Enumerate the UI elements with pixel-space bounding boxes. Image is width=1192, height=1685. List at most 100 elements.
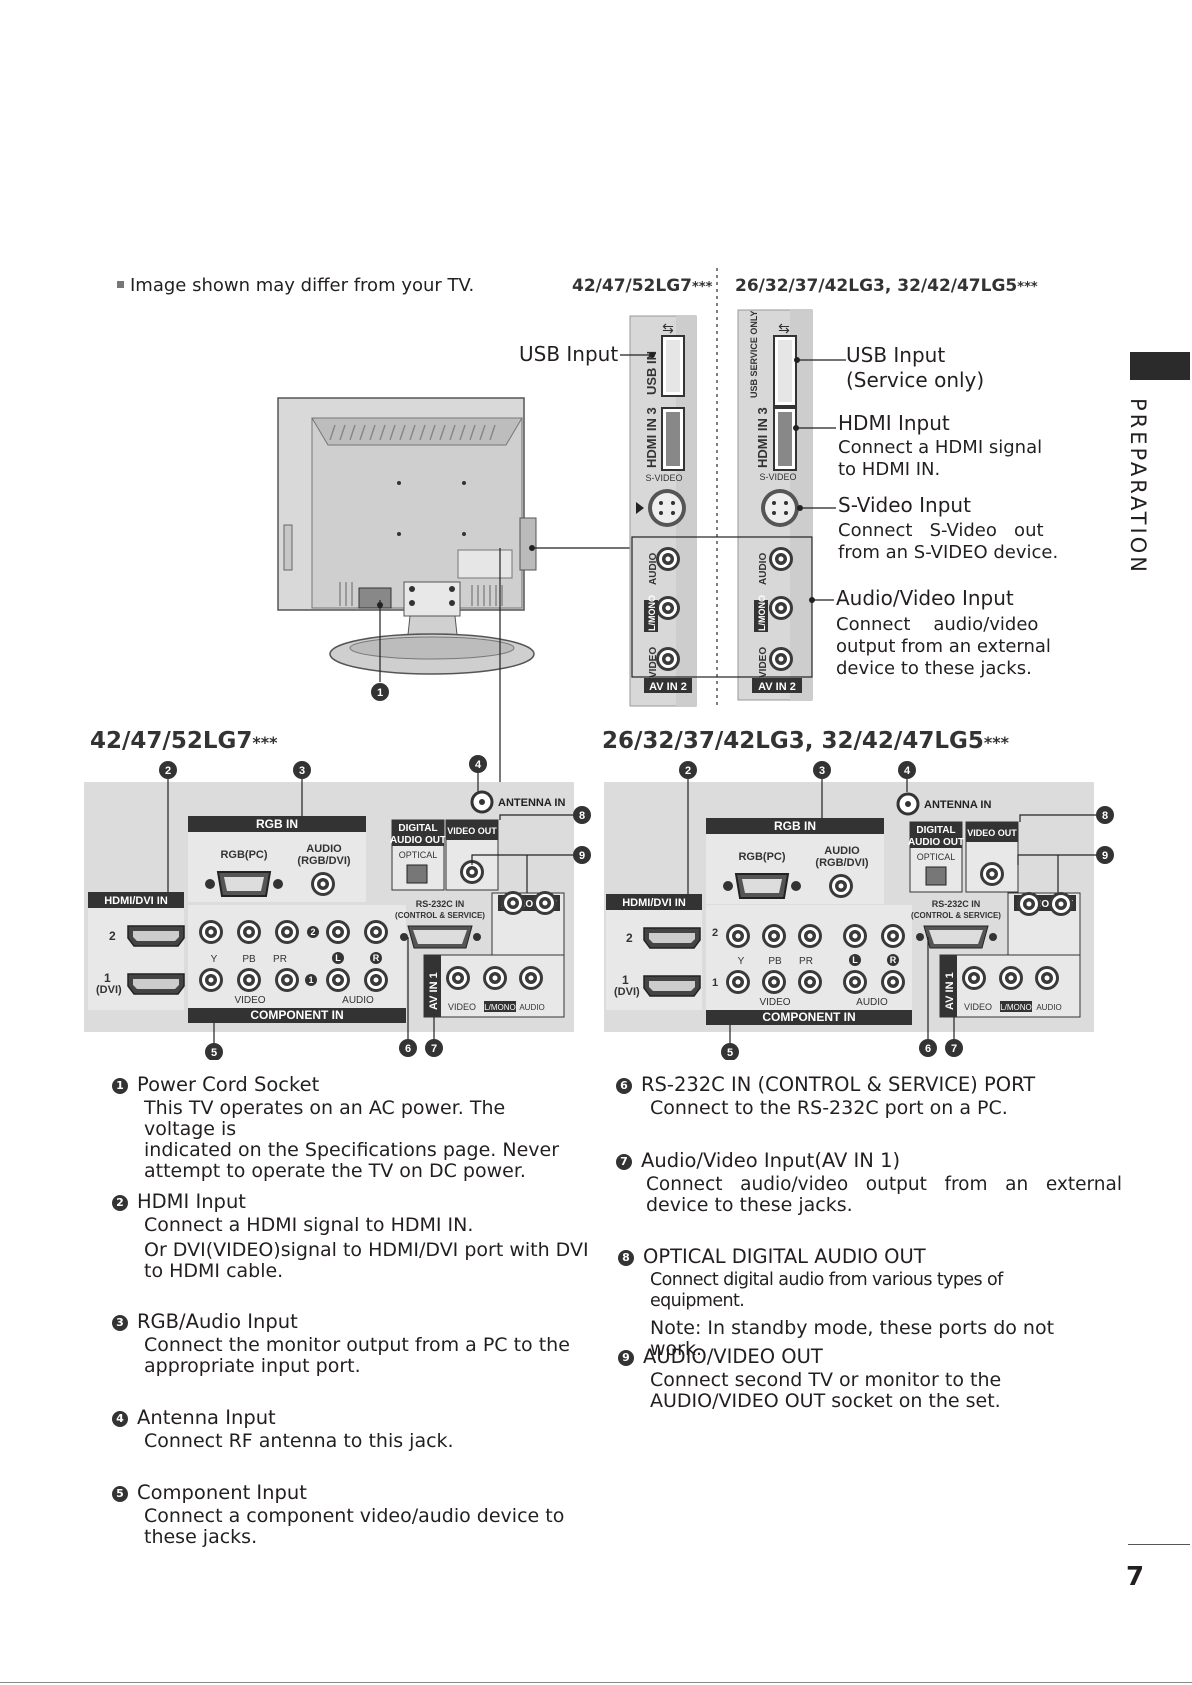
bottom-rule [0,1682,1192,1683]
svg-text:AUDIO OUT: AUDIO OUT [1017,899,1073,910]
svg-text:S-VIDEO: S-VIDEO [759,472,796,482]
svg-text:COMPONENT IN: COMPONENT IN [250,1008,343,1022]
svg-text:VIDEO: VIDEO [448,1002,476,1012]
svg-text:PR: PR [799,956,813,967]
svg-text:OPTICAL: OPTICAL [399,850,438,860]
svg-text:Y: Y [211,954,218,965]
svg-text:VIDEO: VIDEO [648,647,659,678]
svg-text:VIDEO: VIDEO [964,1002,992,1012]
svg-text:1: 1 [308,975,313,985]
svg-text:AUDIO: AUDIO [342,995,374,1006]
svg-text:USB IN: USB IN [644,351,659,395]
section-tab-label: PREPARATION [1126,398,1150,575]
svg-text:6: 6 [405,1043,411,1055]
svg-text:RGB(PC): RGB(PC) [220,849,267,861]
svg-text:VIDEO OUT: VIDEO OUT [447,826,497,836]
svg-text:7: 7 [951,1043,957,1055]
connection-diagram: ⇆ USB IN HDMI IN 3 S-VIDEO AUDIO L/MONO … [84,268,1114,1060]
svg-text:(CONTROL & SERVICE): (CONTROL & SERVICE) [911,911,1001,920]
svg-text:(RGB/DVI): (RGB/DVI) [297,855,351,867]
svg-text:5: 5 [727,1047,733,1059]
usb-input-label-left: USB Input [519,342,619,366]
svg-text:5: 5 [211,1047,217,1059]
svg-text:L/MONO: L/MONO [1000,1003,1032,1012]
svg-text:4: 4 [475,759,482,771]
svg-text:7: 7 [431,1043,437,1055]
svg-text:2: 2 [165,765,171,777]
svg-text:VIDEO: VIDEO [758,647,769,678]
svg-text:AUDIO: AUDIO [1036,1003,1061,1012]
svg-text:AUDIO OUT: AUDIO OUT [501,899,557,910]
svg-text:2: 2 [626,931,633,945]
svg-text:OPTICAL: OPTICAL [917,852,956,862]
svg-text:1: 1 [104,971,111,985]
callout-1-badge: 1 [371,683,389,701]
svg-text:PB: PB [242,954,256,965]
svg-text:L: L [335,953,341,963]
svg-text:1: 1 [622,973,629,987]
svg-text:L/MONO: L/MONO [647,595,657,631]
svg-text:HDMI IN 3: HDMI IN 3 [755,407,770,468]
usb-input-label-right: USB Input [846,343,946,367]
rear-model-left: 42/47/52LG7*** [90,728,278,754]
side-model-right: 26/32/37/42LG3, 32/42/47LG5*** [735,276,1038,296]
svg-text:HDMI/DVI IN: HDMI/DVI IN [104,895,168,907]
svg-text:1: 1 [712,977,718,989]
svg-text:RGB IN: RGB IN [256,817,298,831]
svg-text:COMPONENT IN: COMPONENT IN [762,1010,855,1024]
svg-text:L/MONO: L/MONO [484,1003,516,1012]
bullet-square-icon [117,281,124,288]
svg-text:RGB IN: RGB IN [774,819,816,833]
svg-text:8: 8 [1102,810,1108,822]
svg-text:L/MONO: L/MONO [757,595,767,631]
hdmi-input-title: HDMI Input [838,411,950,435]
svg-text:AV IN 1: AV IN 1 [428,972,440,1010]
image-note: Image shown may differ from your TV. [117,275,474,296]
av-input-title: Audio/Video Input [836,586,1014,610]
svg-text:AUDIO OUT: AUDIO OUT [390,835,446,846]
svg-text:AUDIO: AUDIO [306,843,342,855]
svg-text:S-VIDEO: S-VIDEO [645,473,682,483]
svg-text:AUDIO: AUDIO [856,997,888,1008]
svg-text:HDMI/DVI IN: HDMI/DVI IN [622,897,686,909]
svg-text:AUDIO: AUDIO [648,553,659,585]
svg-text:RGB(PC): RGB(PC) [738,851,785,863]
side-panel-lg7: ⇆ USB IN HDMI IN 3 S-VIDEO AUDIO L/MONO … [620,315,697,707]
svg-text:VIDEO OUT: VIDEO OUT [967,828,1017,838]
svg-text:3: 3 [299,765,305,777]
page-number: 7 [1126,1562,1145,1592]
svg-text:2: 2 [712,927,718,939]
page-number-rule [1128,1544,1190,1545]
svg-text:VIDEO: VIDEO [759,997,790,1008]
section-tab-marker [1130,352,1190,380]
svg-text:PR: PR [273,954,287,965]
svg-text:4: 4 [904,765,911,777]
svg-text:AUDIO OUT: AUDIO OUT [908,837,964,848]
svg-text:R: R [890,955,897,965]
svg-text:9: 9 [1102,850,1108,862]
svg-text:(DVI): (DVI) [96,984,122,996]
side-panel-lg3-lg5: ⇆ USB SERVICE ONLY HDMI IN 3 S-VIDEO AUD… [631,309,846,701]
svg-text:⇆: ⇆ [662,320,674,336]
svg-text:R: R [373,953,380,963]
svg-text:2: 2 [109,929,116,943]
svg-text:ANTENNA IN: ANTENNA IN [924,799,991,811]
svg-text:AUDIO: AUDIO [824,845,860,857]
usb-service-label: (Service only) [846,368,985,392]
svg-text:6: 6 [925,1043,931,1055]
svideo-input-title: S-Video Input [838,493,971,517]
svg-text:(DVI): (DVI) [614,986,640,998]
rear-model-right: 26/32/37/42LG3, 32/42/47LG5*** [602,728,1009,754]
svg-text:AUDIO: AUDIO [519,1003,544,1012]
svg-text:AV IN 1: AV IN 1 [944,972,956,1010]
